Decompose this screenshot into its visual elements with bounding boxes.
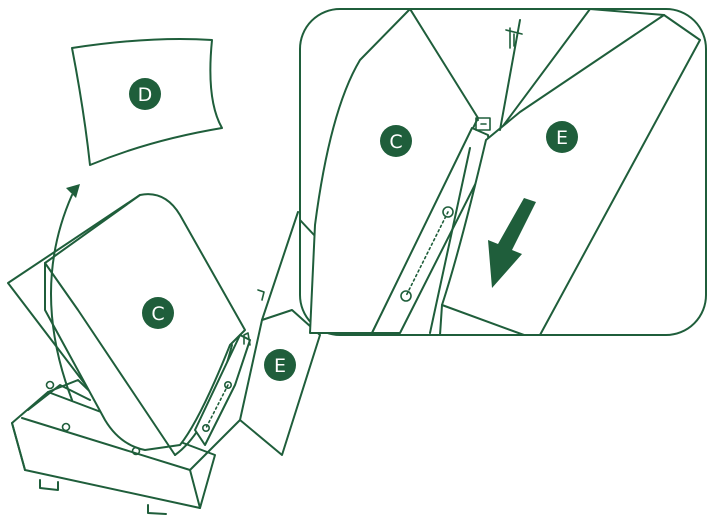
cushion-back-label: D — [138, 84, 153, 106]
seat-cushion: C — [44, 193, 246, 456]
seat-cushion-label: C — [151, 303, 164, 325]
side-panel-label: E — [274, 355, 286, 377]
side-panel: E — [239, 211, 321, 456]
detail-side-panel-badge — [546, 121, 578, 153]
detail-seat-cushion-badge — [380, 125, 412, 157]
curved-up-arrow-icon — [50, 184, 80, 401]
cushion-back: D — [71, 38, 223, 166]
cushion-back-badge — [129, 78, 161, 110]
detail-side-panel-label: E — [556, 127, 568, 149]
side-panel-badge — [264, 349, 296, 381]
detail-seat-cushion-label: C — [389, 131, 402, 153]
side-rail — [194, 289, 265, 446]
seat-cushion-badge — [142, 297, 174, 329]
detail-callout: C E — [299, 8, 707, 336]
down-arrow-icon — [488, 198, 536, 288]
